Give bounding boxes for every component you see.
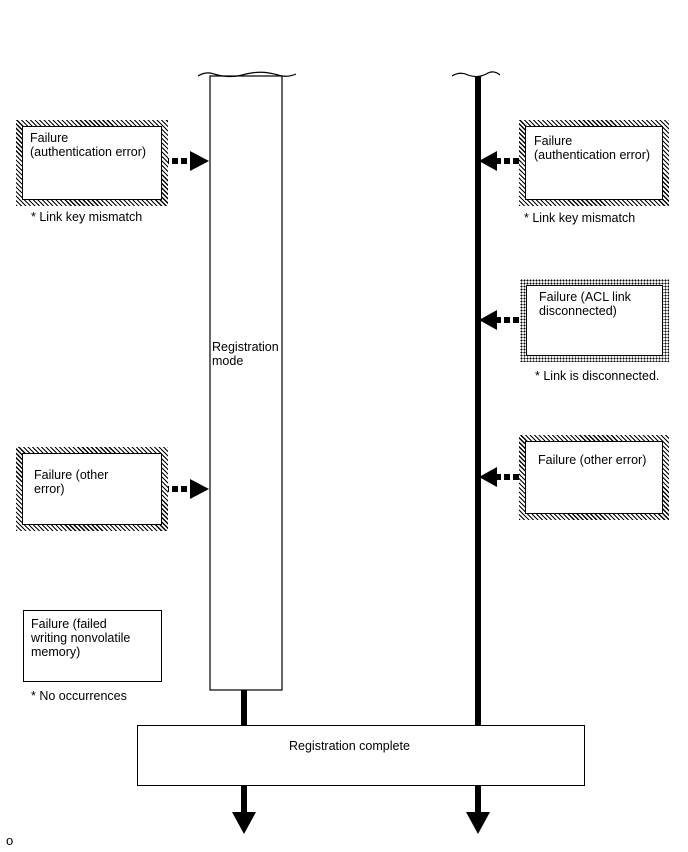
right-auth-arrow-head [479, 151, 497, 171]
left-auth-arrow-head [190, 151, 209, 171]
right-timeline-break-mark [451, 71, 501, 78]
right-other-arrow-head [479, 467, 497, 487]
nonvolatile-error-box: Failure (failed writing nonvolatile memo… [23, 610, 162, 682]
left-auth-error-note: * Link key mismatch [31, 210, 143, 224]
left-other-error-text: Failure (other error) [34, 468, 109, 496]
nonvolatile-error-note: * No occurrences [31, 689, 127, 703]
left-auth-error-text: Failure (authentication error) [30, 131, 147, 159]
right-bottom-arrow-head [466, 812, 490, 834]
registration-mode-label: Registration mode [212, 340, 279, 368]
left-bottom-arrow-head [232, 812, 256, 834]
corner-mark: o [6, 833, 14, 848]
right-acl-error-box: Failure (ACL link disconnected) [526, 285, 663, 356]
left-other-arrow-head [190, 479, 209, 499]
left-auth-error-box: Failure (authentication error) [22, 126, 162, 200]
nonvolatile-error-text: Failure (failed writing nonvolatile memo… [31, 617, 131, 659]
right-auth-error-note: * Link key mismatch [524, 211, 636, 225]
right-acl-arrow-head [479, 310, 497, 330]
left-column-break-mark [197, 71, 297, 78]
registration-mode-column [209, 75, 283, 691]
left-other-error-box: Failure (other error) [22, 453, 162, 525]
right-acl-error-text: Failure (ACL link disconnected) [539, 290, 631, 318]
registration-complete-label: Registration complete [289, 739, 410, 753]
registration-complete-box: Registration complete [137, 725, 585, 786]
right-other-error-text: Failure (other error) [538, 453, 647, 467]
right-acl-error-note: * Link is disconnected. [535, 369, 660, 383]
right-other-error-box: Failure (other error) [525, 441, 663, 514]
right-auth-error-text: Failure (authentication error) [534, 134, 651, 162]
right-auth-error-box: Failure (authentication error) [525, 126, 663, 200]
